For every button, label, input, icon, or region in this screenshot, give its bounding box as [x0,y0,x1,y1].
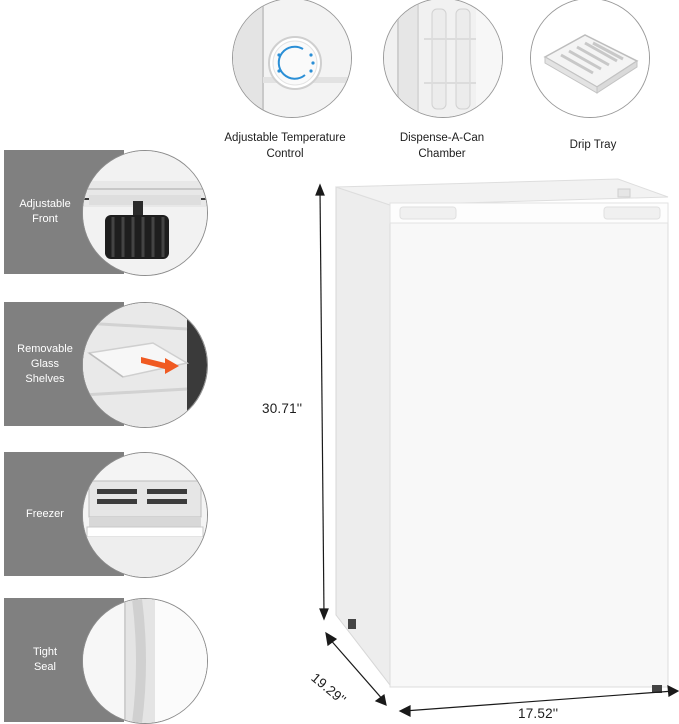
thermostat-dial-icon [233,0,351,117]
mini-fridge-illustration [315,178,679,717]
feature-label: Removable Glass Shelves [17,342,73,385]
feature-tight-seal: Tight Seal [4,598,208,724]
drip-tray-label: Drip Tray [569,139,617,151]
can-dispenser-icon [384,0,502,117]
feature-adjustable-front: Adjustable Front [4,150,208,276]
feature-label: Adjustable Front [19,198,71,225]
feature-image-circle [82,452,208,578]
dispense-can-label: Dispense-A-Can Chamber [399,132,485,160]
fridge-top [335,178,669,206]
fridge-front-door [389,202,669,688]
freezer-compartment-icon [83,453,207,577]
height-dimension-label: 30.71'' [262,401,303,416]
width-dimension-label: 17.52'' [518,706,559,721]
height-dimension-line [315,183,329,621]
temperature-control-label: Adjustable Temperature Control [224,132,346,160]
feature-label: Freezer [26,507,64,520]
feature-freezer: Freezer [4,452,208,578]
leveling-foot-icon [83,151,207,275]
width-dimension-line [398,684,679,717]
feature-image-circle [82,598,208,724]
drip-tray-circle [530,0,650,118]
door-seal-icon [83,599,207,723]
feature-label: Tight Seal [32,646,58,673]
feature-image-circle [82,302,208,428]
feature-image-circle [82,150,208,276]
feature-removable-shelves: Removable Glass Shelves [4,302,208,428]
temperature-control-circle [232,0,352,118]
drip-tray-icon [531,0,649,117]
fridge-side-panel [335,186,391,687]
glass-shelf-icon [83,303,207,427]
depth-dimension-line [325,631,387,706]
dispense-can-circle [383,0,503,118]
